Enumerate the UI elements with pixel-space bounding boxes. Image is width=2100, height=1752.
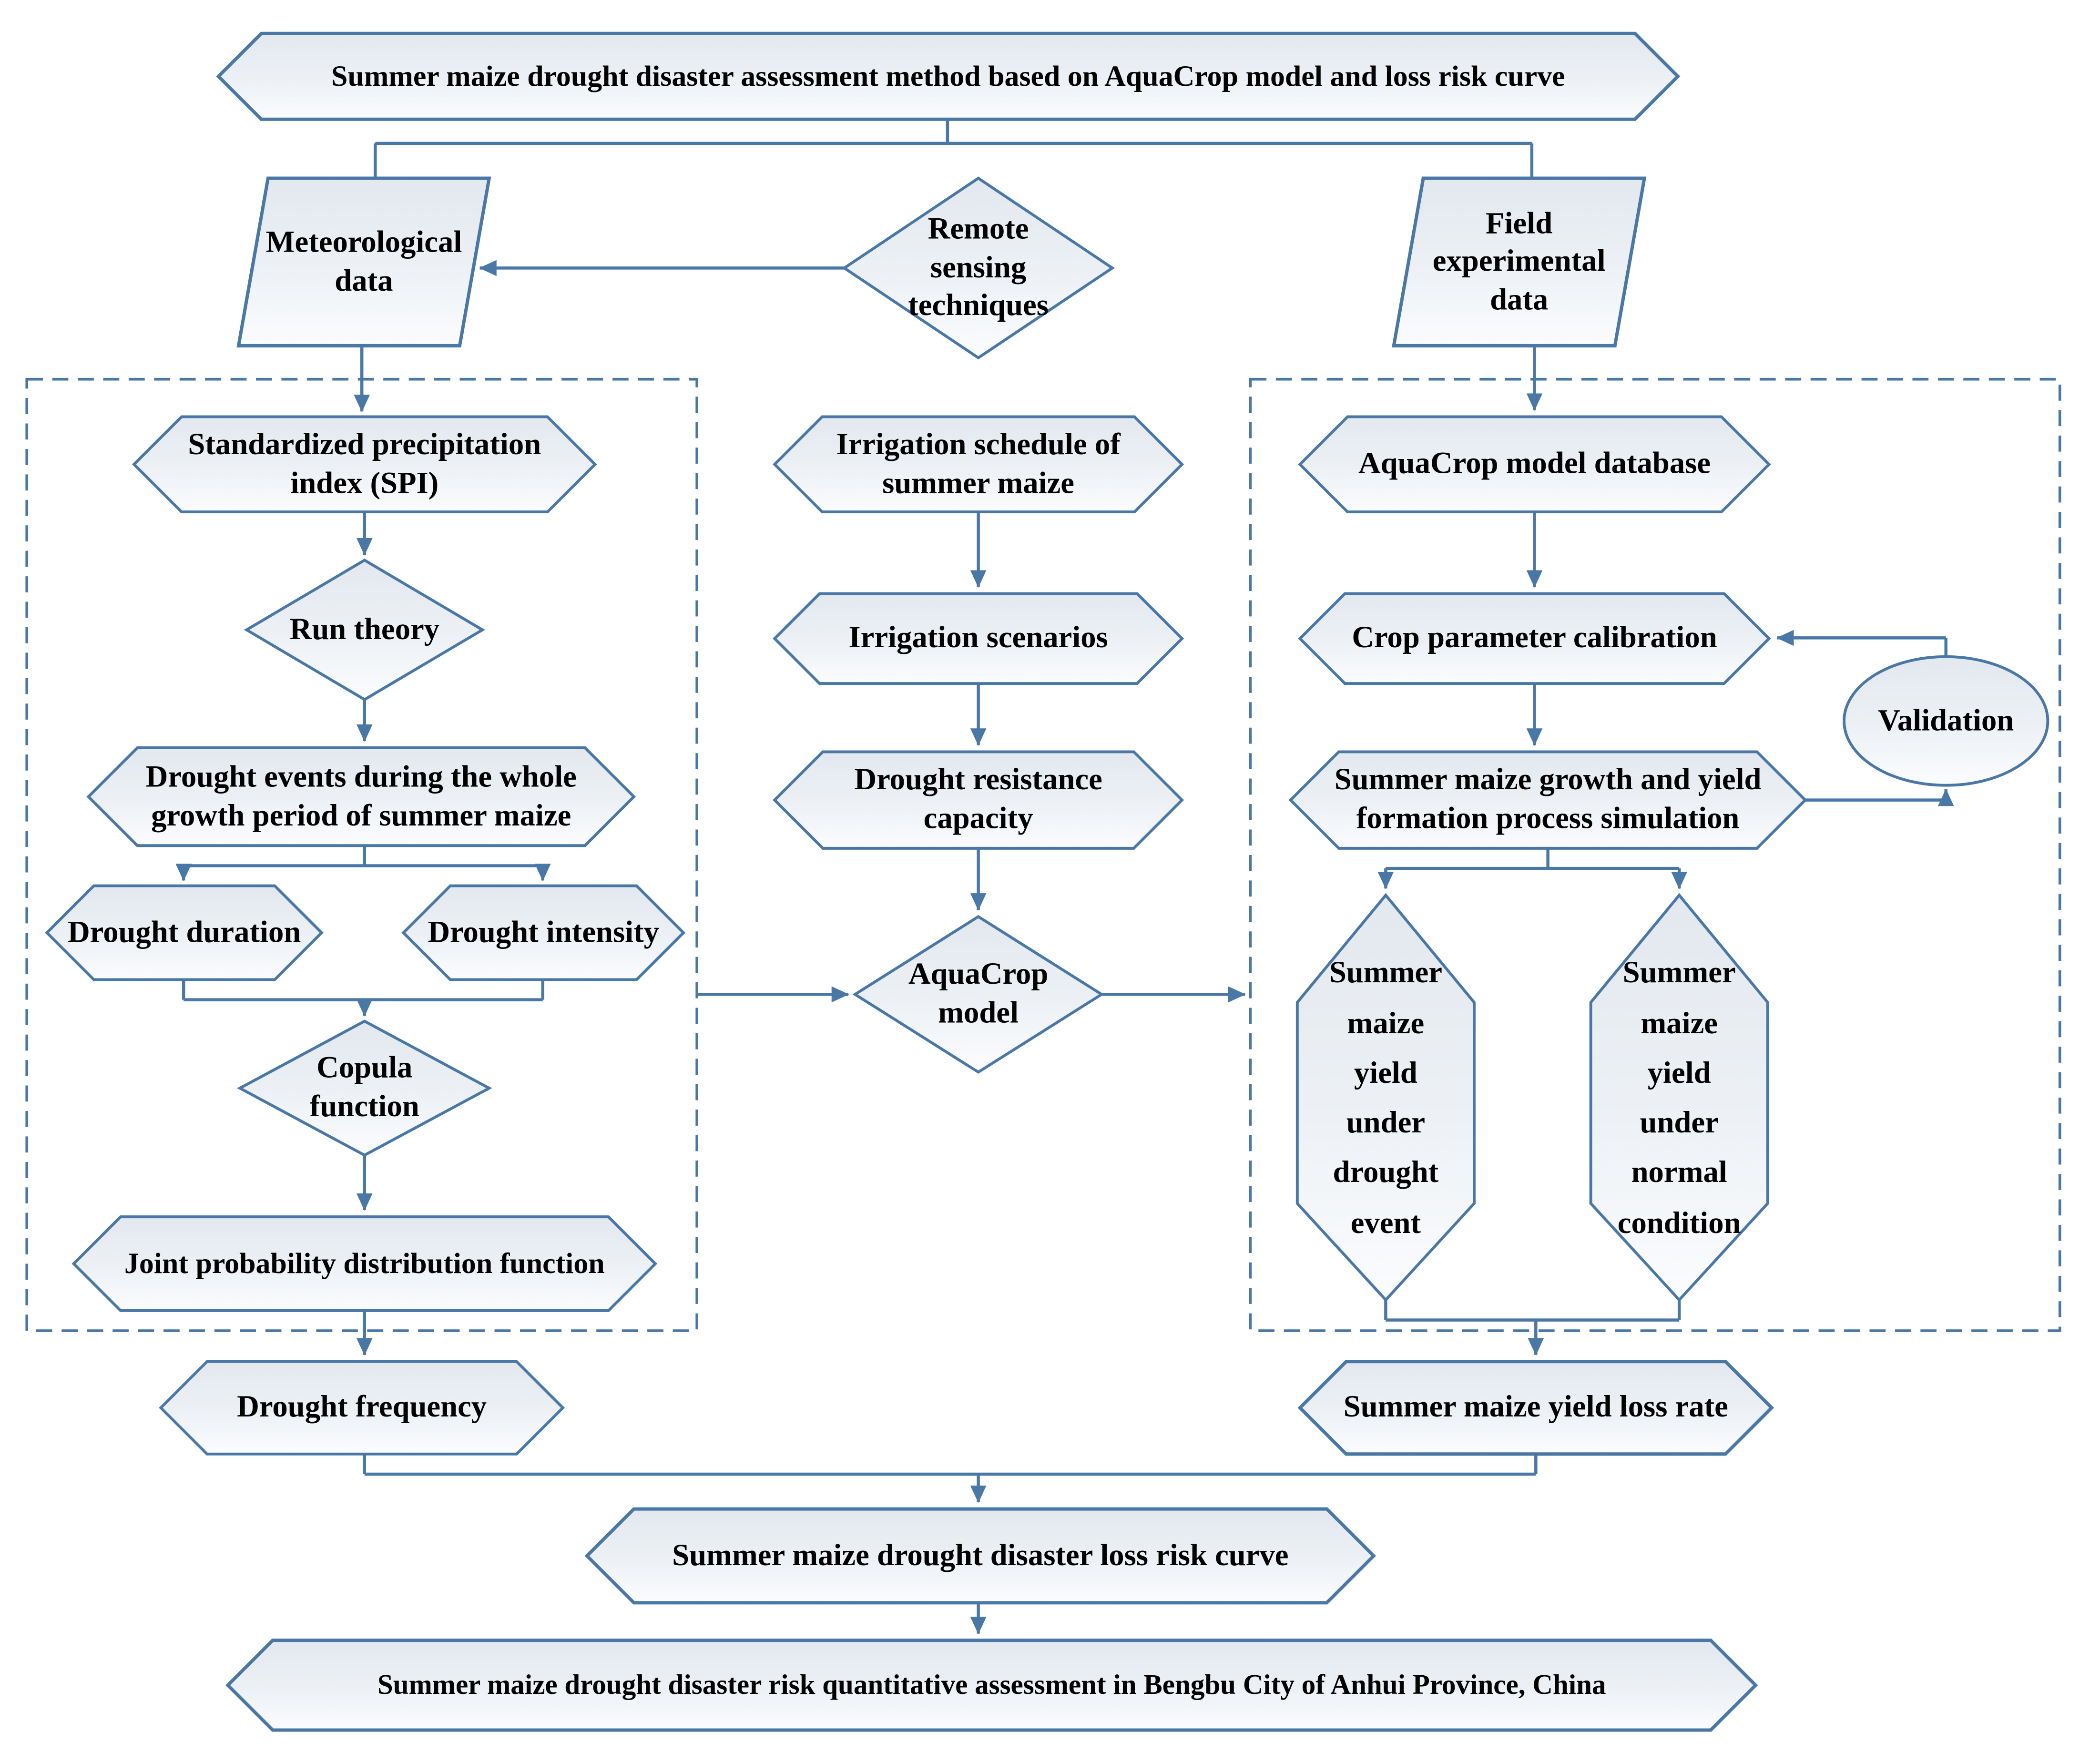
copula-diamond (237, 1019, 492, 1157)
irrigation-scenarios-hexagon (773, 592, 1184, 685)
drought-duration-hexagon (45, 884, 324, 981)
risk-curve-hexagon (584, 1507, 1376, 1605)
simulation-hexagon (1288, 750, 1807, 850)
yield-drought-hexagon (1295, 893, 1476, 1302)
meteorological-data-parallelogram (236, 176, 491, 347)
field-data-parallelogram (1392, 176, 1647, 347)
aquacrop-database-hexagon (1298, 415, 1771, 514)
irrigation-schedule-hexagon (773, 415, 1184, 514)
drought-frequency-hexagon (159, 1360, 565, 1456)
drought-resistance-hexagon (773, 750, 1184, 850)
yield-normal-hexagon (1589, 893, 1769, 1302)
drought-intensity-hexagon (401, 884, 686, 981)
title-banner-hexagon (216, 31, 1681, 121)
left-dashed-group-box (25, 377, 698, 1332)
joint-probability-hexagon (71, 1215, 658, 1312)
crop-calibration-hexagon (1298, 592, 1771, 685)
right-dashed-group-box (1249, 377, 2061, 1332)
yield-loss-rate-hexagon (1297, 1360, 1774, 1456)
remote-sensing-diamond (842, 176, 1115, 360)
connector-lines (175, 119, 1954, 1634)
final-assessment-hexagon (225, 1639, 1758, 1732)
validation-ellipse (1843, 655, 2049, 787)
aquacrop-model-diamond (852, 915, 1104, 1074)
run-theory-diamond (244, 558, 486, 702)
drought-events-hexagon (86, 746, 636, 847)
spi-hexagon (132, 415, 597, 514)
